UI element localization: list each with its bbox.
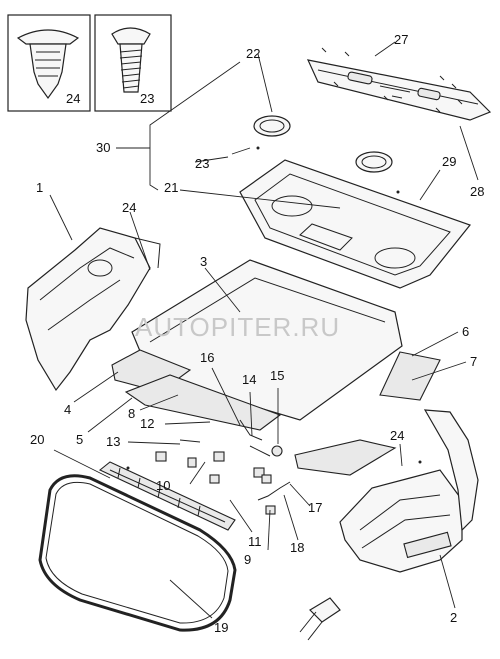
callout-9: 9 [244,552,251,567]
callout-18: 18 [290,540,304,555]
part-left-trim [25,227,161,392]
part-floor-mats [111,349,441,476]
part-small-clips [155,419,291,515]
leader-lines [49,41,479,619]
part-lid-trim-bar [98,461,236,531]
callout-17: 17 [308,500,322,515]
callout-4: 4 [64,402,71,417]
callout-28: 28 [470,184,484,199]
callout-19: 19 [214,620,228,635]
callout-5: 5 [76,432,83,447]
part-right-trim [339,409,479,573]
callout-labels: 1 2 3 4 5 6 7 8 9 10 11 12 13 14 15 16 1… [30,32,484,635]
part-parcel-shelf [239,159,471,289]
inset-label-24: 24 [66,91,80,106]
part-weatherstrip [38,474,237,632]
inset-label-23: 23 [140,91,154,106]
callout-1: 1 [36,180,43,195]
screw-markers [126,47,463,470]
callout-29: 29 [442,154,456,169]
part-rear-panel-strip [306,59,492,121]
inset-clip-23: 23 [94,14,172,112]
callout-2: 2 [450,610,457,625]
part-speaker-rings [253,115,393,173]
callout-16: 16 [200,350,214,365]
callout-27: 27 [394,32,408,47]
callout-24-right: 24 [390,428,404,443]
callout-13: 13 [106,434,120,449]
callout-6: 6 [462,324,469,339]
callout-15: 15 [270,368,284,383]
callout-20: 20 [30,432,44,447]
callout-11: 11 [248,534,262,549]
callout-14: 14 [242,372,256,387]
part-lock-bracket [299,597,341,641]
callout-10: 10 [156,478,170,493]
inset-clip-24: 24 [7,14,91,112]
callout-24-left: 24 [122,200,136,215]
callout-7: 7 [470,354,477,369]
callout-3: 3 [200,254,207,269]
callout-22: 22 [246,46,260,61]
callout-12: 12 [140,416,154,431]
callout-30: 30 [96,140,110,155]
callout-21: 21 [164,180,178,195]
watermark-text: AUTOPITER.RU [135,312,340,342]
callout-8: 8 [128,406,135,421]
callout-23: 23 [195,156,209,171]
